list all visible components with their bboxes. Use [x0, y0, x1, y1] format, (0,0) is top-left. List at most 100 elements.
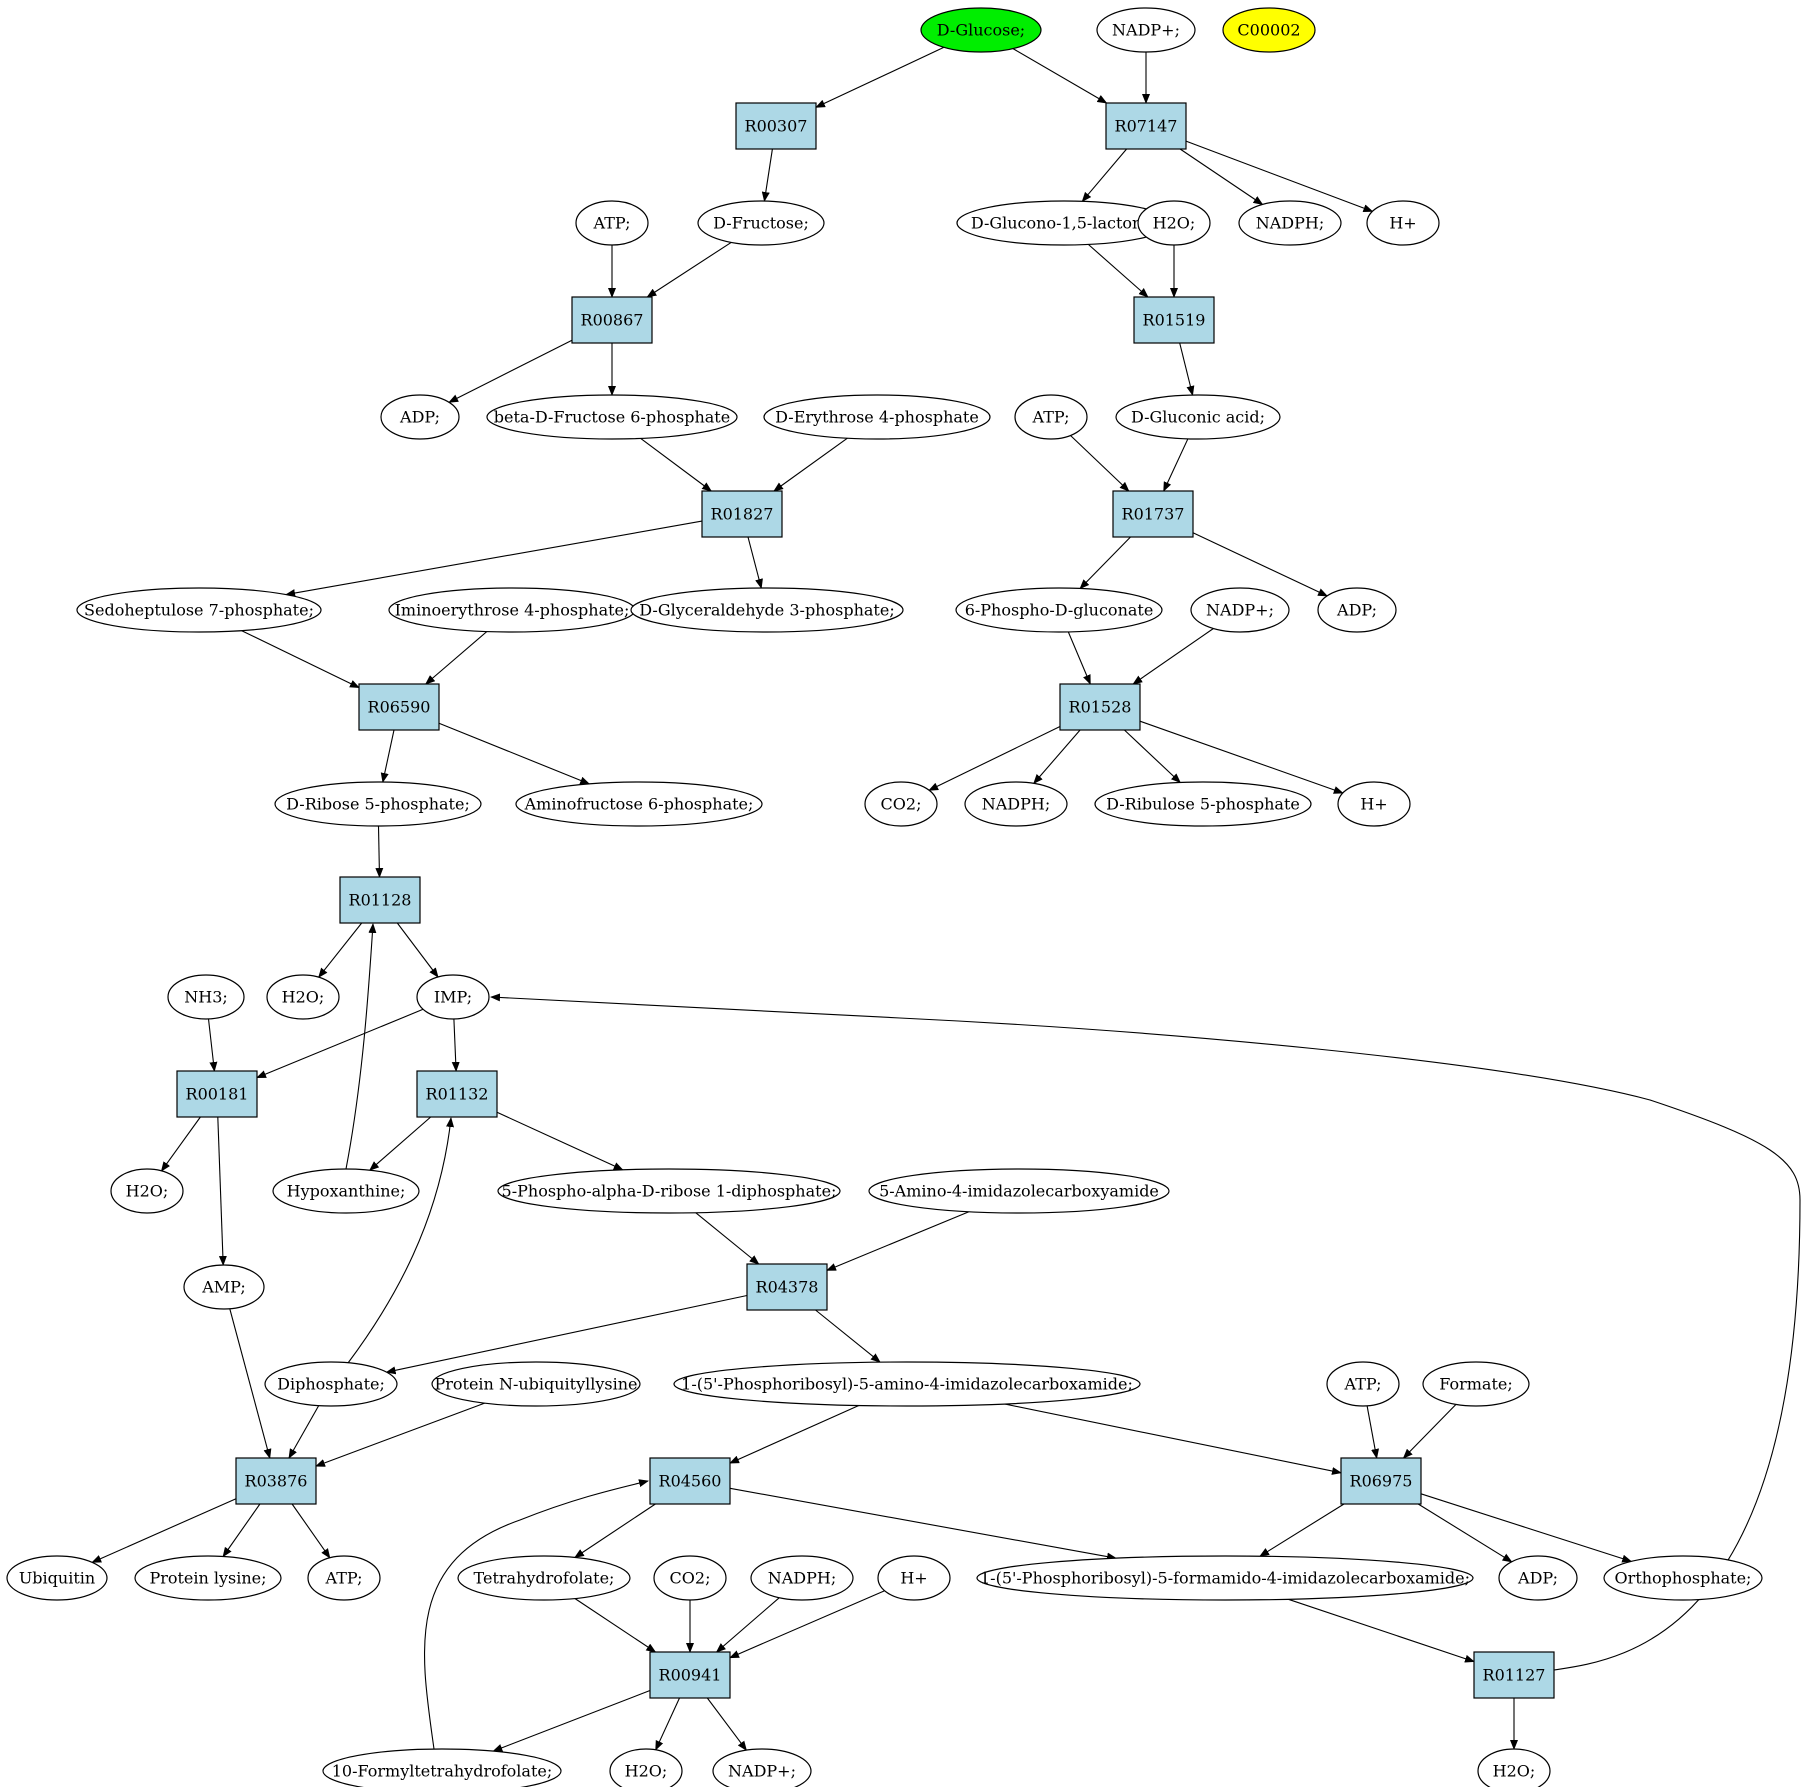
metabolite-node[interactable]: D-Ribulose 5-phosphate: [1094, 781, 1312, 827]
reaction-node[interactable]: R00181: [176, 1070, 258, 1118]
metabolite-ellipse[interactable]: [457, 1555, 631, 1601]
metabolite-node[interactable]: NADP+;: [712, 1748, 812, 1787]
metabolite-node[interactable]: Ubiquitin: [6, 1555, 108, 1601]
reaction-node[interactable]: R01127: [1473, 1651, 1555, 1699]
reaction-box[interactable]: [358, 683, 440, 731]
metabolite-ellipse[interactable]: [110, 1168, 184, 1214]
reaction-node[interactable]: R04560: [649, 1457, 731, 1505]
metabolite-node[interactable]: ATP;: [1014, 394, 1088, 440]
metabolite-ellipse[interactable]: [1498, 1555, 1578, 1601]
metabolite-node[interactable]: Tetrahydrofolate;: [457, 1555, 631, 1601]
metabolite-ellipse[interactable]: [976, 1555, 1474, 1601]
metabolite-node[interactable]: Iminoerythrose 4-phosphate;: [388, 587, 636, 633]
metabolite-ellipse[interactable]: [955, 587, 1163, 633]
reaction-node[interactable]: R07147: [1105, 102, 1187, 150]
reaction-node[interactable]: R01519: [1133, 296, 1215, 344]
metabolite-node[interactable]: ATP;: [1326, 1361, 1400, 1407]
metabolite-node[interactable]: 5-Amino-4-imidazolecarboxyamide: [868, 1168, 1170, 1214]
metabolite-ellipse[interactable]: [1477, 1748, 1551, 1787]
reaction-box[interactable]: [1059, 683, 1141, 731]
metabolite-ellipse[interactable]: [877, 1555, 951, 1601]
metabolite-ellipse[interactable]: [76, 587, 322, 633]
metabolite-ellipse[interactable]: [1326, 1361, 1400, 1407]
metabolite-ellipse[interactable]: [750, 1555, 854, 1601]
metabolite-ellipse[interactable]: [134, 1555, 282, 1601]
metabolite-node[interactable]: H+: [1337, 781, 1411, 827]
reaction-box[interactable]: [649, 1651, 731, 1699]
metabolite-ellipse[interactable]: [763, 394, 991, 440]
metabolite-ellipse[interactable]: [183, 1264, 265, 1310]
metabolite-ellipse[interactable]: [697, 200, 825, 246]
metabolite-node[interactable]: ADP;: [1498, 1555, 1578, 1601]
metabolite-ellipse[interactable]: [1422, 1361, 1530, 1407]
metabolite-node[interactable]: 1-(5'-Phosphoribosyl)-5-formamido-4-imid…: [976, 1555, 1474, 1601]
metabolite-ellipse[interactable]: [264, 1361, 398, 1407]
metabolite-ellipse[interactable]: [486, 394, 738, 440]
metabolite-ellipse[interactable]: [1096, 7, 1196, 53]
metabolite-node[interactable]: H+: [1366, 200, 1440, 246]
metabolite-node[interactable]: NADPH;: [964, 781, 1068, 827]
metabolite-node[interactable]: IMP;: [416, 974, 490, 1020]
metabolite-node[interactable]: beta-D-Fructose 6-phosphate: [486, 394, 738, 440]
metabolite-node[interactable]: 5-Phospho-alpha-D-ribose 1-diphosphate;: [497, 1168, 841, 1214]
metabolite-node[interactable]: NADP+;: [1190, 587, 1290, 633]
metabolite-node[interactable]: 6-Phospho-D-gluconate: [955, 587, 1163, 633]
metabolite-ellipse[interactable]: [307, 1555, 381, 1601]
reaction-node[interactable]: R00307: [735, 102, 817, 150]
reaction-box[interactable]: [1133, 296, 1215, 344]
metabolite-ellipse[interactable]: [266, 974, 340, 1020]
reaction-box[interactable]: [1340, 1457, 1422, 1505]
metabolite-node[interactable]: D-Glyceraldehyde 3-phosphate;: [630, 587, 904, 633]
metabolite-node[interactable]: NADP+;: [1096, 7, 1196, 53]
reaction-node[interactable]: R01128: [339, 876, 421, 924]
metabolite-ellipse[interactable]: [1014, 394, 1088, 440]
reaction-node[interactable]: R01827: [701, 490, 783, 538]
metabolite-node[interactable]: H2O;: [1477, 1748, 1551, 1787]
metabolite-ellipse[interactable]: [712, 1748, 812, 1787]
metabolite-node[interactable]: ATP;: [575, 200, 649, 246]
metabolite-node[interactable]: ATP;: [307, 1555, 381, 1601]
metabolite-ellipse[interactable]: [1337, 781, 1411, 827]
reaction-box[interactable]: [416, 1070, 498, 1118]
metabolite-ellipse[interactable]: [964, 781, 1068, 827]
reaction-box[interactable]: [701, 490, 783, 538]
metabolite-ellipse[interactable]: [653, 1555, 727, 1601]
reaction-box[interactable]: [1473, 1651, 1555, 1699]
metabolite-node[interactable]: AMP;: [183, 1264, 265, 1310]
metabolite-ellipse[interactable]: [1190, 587, 1290, 633]
metabolite-ellipse[interactable]: [274, 781, 482, 827]
metabolite-node[interactable]: D-Glucono-1,5-lactone;: [956, 200, 1172, 246]
metabolite-ellipse[interactable]: [1366, 200, 1440, 246]
metabolite-node[interactable]: Sedoheptulose 7-phosphate;: [76, 587, 322, 633]
metabolite-node[interactable]: D-Gluconic acid;: [1115, 394, 1281, 440]
reaction-box[interactable]: [339, 876, 421, 924]
reaction-node[interactable]: R01132: [416, 1070, 498, 1118]
reaction-node[interactable]: R01737: [1112, 490, 1194, 538]
metabolite-node[interactable]: Formate;: [1422, 1361, 1530, 1407]
metabolite-node[interactable]: H2O;: [609, 1748, 683, 1787]
reaction-box[interactable]: [235, 1457, 317, 1505]
metabolite-ellipse[interactable]: [1094, 781, 1312, 827]
metabolite-node[interactable]: D-Erythrose 4-phosphate: [763, 394, 991, 440]
reaction-box[interactable]: [176, 1070, 258, 1118]
metabolite-node[interactable]: H2O;: [1137, 200, 1211, 246]
metabolite-node[interactable]: Protein N-ubiquityllysine: [431, 1361, 641, 1407]
metabolite-ellipse[interactable]: [609, 1748, 683, 1787]
metabolite-node[interactable]: Orthophosphate;: [1603, 1555, 1763, 1601]
metabolite-ellipse[interactable]: [322, 1748, 562, 1787]
metabolite-ellipse[interactable]: [272, 1168, 420, 1214]
metabolite-ellipse[interactable]: [416, 974, 490, 1020]
metabolite-node[interactable]: ADP;: [380, 394, 460, 440]
metabolite-node[interactable]: H2O;: [110, 1168, 184, 1214]
metabolite-node[interactable]: NH3;: [167, 974, 245, 1020]
metabolite-ellipse[interactable]: [868, 1168, 1170, 1214]
metabolite-ellipse[interactable]: [575, 200, 649, 246]
metabolite-ellipse[interactable]: [380, 394, 460, 440]
reaction-box[interactable]: [571, 296, 653, 344]
metabolite-ellipse[interactable]: [1317, 587, 1397, 633]
reaction-box[interactable]: [1112, 490, 1194, 538]
metabolite-ellipse[interactable]: [630, 587, 904, 633]
reaction-node[interactable]: R00941: [649, 1651, 731, 1699]
metabolite-ellipse[interactable]: [1115, 394, 1281, 440]
metabolite-ellipse[interactable]: [1222, 7, 1316, 53]
